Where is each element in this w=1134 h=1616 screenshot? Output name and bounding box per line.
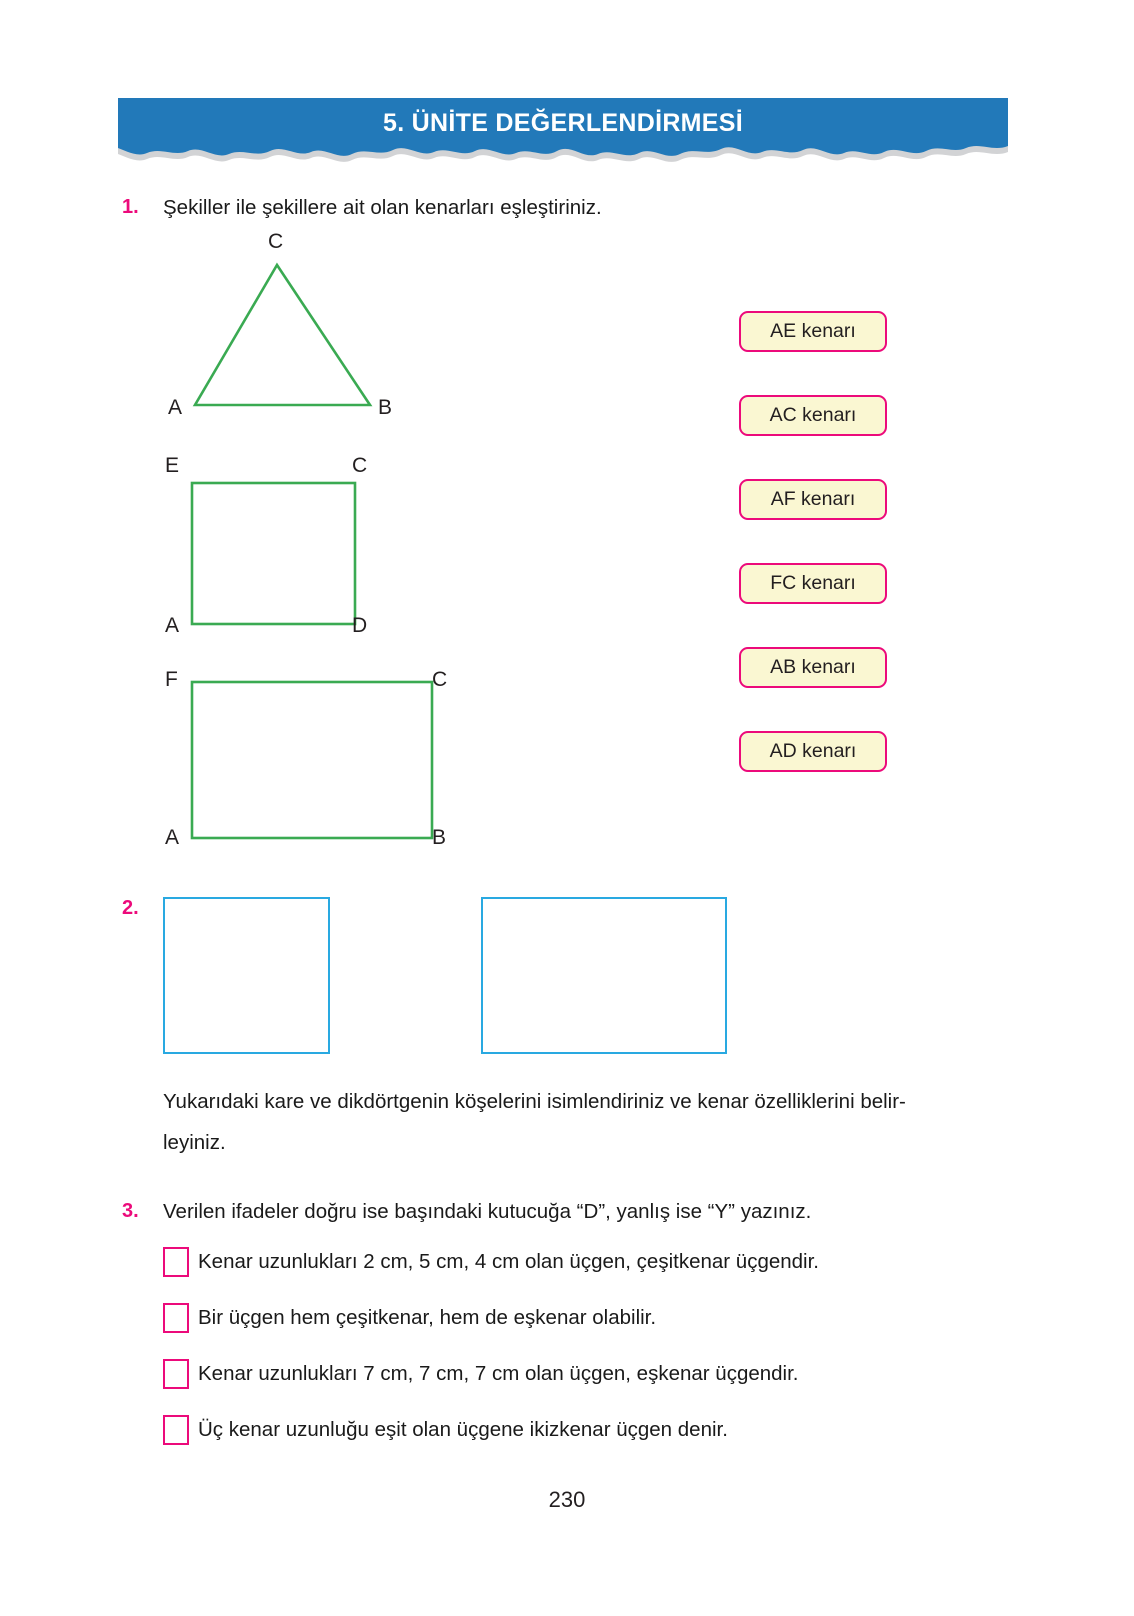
header-band	[118, 98, 1008, 148]
triangle-figure	[192, 262, 373, 407]
statement-label-3: Kenar uzunlukları 7 cm, 7 cm, 7 cm olan …	[198, 1362, 799, 1385]
square-figure	[190, 481, 357, 626]
torn-edge-decoration	[118, 140, 1008, 162]
option-chip-fc[interactable]: FC kenarı	[739, 563, 887, 604]
answer-rectangle-box[interactable]	[481, 897, 727, 1054]
unit-header: 5. ÜNİTE DEĞERLENDİRMESİ	[118, 98, 1008, 178]
option-chip-ae[interactable]: AE kenarı	[739, 311, 887, 352]
answer-square-box[interactable]	[163, 897, 330, 1054]
square-vertex-label-E: E	[165, 454, 180, 477]
statement-label-4: Üç kenar uzunluğu eşit olan üçgene ikizk…	[198, 1418, 728, 1441]
statement-row-2: Bir üçgen hem çeşitkenar, hem de eşkenar…	[163, 1301, 656, 1335]
statement-label-2: Bir üçgen hem çeşitkenar, hem de eşkenar…	[198, 1306, 657, 1329]
statement-label-1: Kenar uzunlukları 2 cm, 5 cm, 4 cm olan …	[198, 1250, 820, 1273]
rectangle-vertex-label-A: A	[165, 826, 180, 849]
question-3-prompt: Verilen ifadeler doğru ise başındaki kut…	[163, 1200, 812, 1223]
square-vertex-label-C: C	[352, 454, 368, 477]
square-vertex-label-A: A	[165, 614, 180, 637]
question-2-prompt-line2: leyiniz.	[163, 1131, 226, 1154]
statement-row-4: Üç kenar uzunluğu eşit olan üçgene ikizk…	[163, 1413, 728, 1447]
question-2-prompt-line1: Yukarıdaki kare ve dikdörtgenin köşeleri…	[163, 1090, 906, 1113]
option-chip-ad[interactable]: AD kenarı	[739, 731, 887, 772]
page-title: 5. ÜNİTE DEĞERLENDİRMESİ	[382, 109, 744, 137]
option-chip-ac[interactable]: AC kenarı	[739, 395, 887, 436]
rectangle-vertex-label-C: C	[432, 668, 448, 691]
statement-checkbox-3[interactable]	[163, 1359, 189, 1389]
option-chip-af[interactable]: AF kenarı	[739, 479, 887, 520]
triangle-vertex-label-C: C	[268, 230, 284, 253]
statement-row-3: Kenar uzunlukları 7 cm, 7 cm, 7 cm olan …	[163, 1357, 799, 1391]
statement-checkbox-1[interactable]	[163, 1247, 189, 1277]
triangle-vertex-label-A: A	[168, 396, 183, 419]
rectangle-vertex-label-B: B	[432, 826, 447, 849]
question-1-prompt: Şekiller ile şekillere ait olan kenarlar…	[163, 196, 602, 219]
question-3-number: 3.	[122, 1200, 139, 1222]
triangle-vertex-label-B: B	[378, 396, 393, 419]
square-vertex-label-D: D	[352, 614, 368, 637]
option-chip-ab[interactable]: AB kenarı	[739, 647, 887, 688]
question-1-number: 1.	[122, 196, 139, 218]
statement-checkbox-4[interactable]	[163, 1415, 189, 1445]
rectangle-figure	[190, 680, 434, 840]
page-number: 230	[548, 1487, 586, 1512]
rectangle-vertex-label-F: F	[165, 668, 178, 691]
statement-checkbox-2[interactable]	[163, 1303, 189, 1333]
statement-row-1: Kenar uzunlukları 2 cm, 5 cm, 4 cm olan …	[163, 1245, 819, 1279]
question-2-number: 2.	[122, 897, 139, 919]
